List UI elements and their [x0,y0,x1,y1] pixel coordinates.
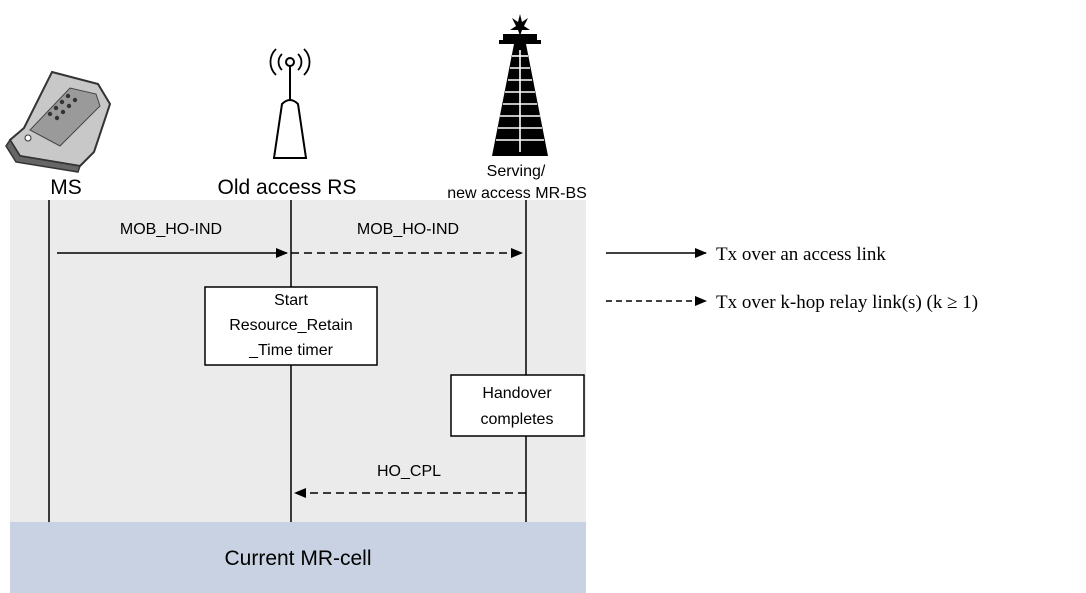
action-text-line: Handover [482,385,552,402]
bs-label-line1: Serving/ [487,163,546,180]
rs-label: Old access RS [218,176,357,199]
ms-label: MS [50,176,82,199]
message-label: MOB_HO-IND [120,221,222,238]
legend-relay-label: Tx over k-hop relay link(s) (k ≥ 1) [716,292,978,313]
action-box [450,374,585,437]
message-label: HO_CPL [377,463,441,480]
action-text-line: completes [481,411,554,428]
base-station-tower-icon [492,14,548,156]
relay-station-antenna-icon [269,48,311,159]
mobile-phone-icon [5,70,112,173]
legend: Tx over an access link Tx over k-hop rel… [606,244,978,313]
message-label: MOB_HO-IND [357,221,459,238]
action-box [204,286,378,366]
footer-band [10,522,586,593]
action-text-line: _Time timer [248,342,334,359]
legend-access-label: Tx over an access link [716,244,886,265]
action-text-line: Start [274,292,308,309]
action-text-line: Resource_Retain [229,317,353,334]
bs-label-line2: new access MR-BS [447,185,587,202]
current-cell-label: Current MR-cell [224,547,371,570]
